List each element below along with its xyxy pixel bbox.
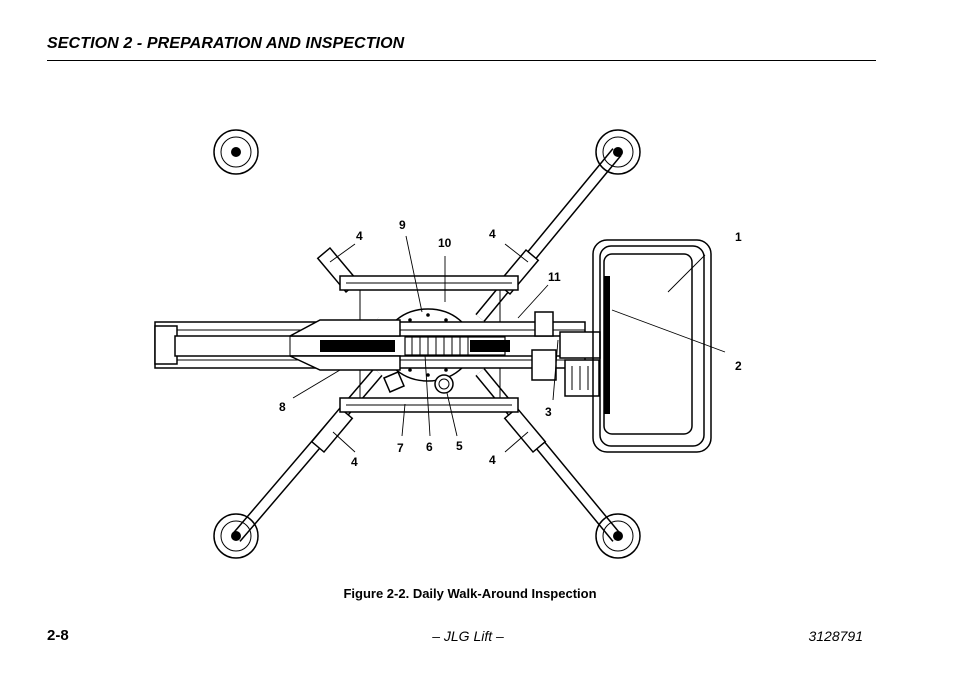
callout-8: 8 <box>279 400 286 414</box>
callout-4-top-right: 4 <box>489 227 496 241</box>
callout-5: 5 <box>456 439 463 453</box>
chassis-frame <box>339 275 519 413</box>
header-divider <box>47 60 876 61</box>
figure-caption: Figure 2-2. Daily Walk-Around Inspection <box>343 586 597 601</box>
callout-6: 6 <box>426 440 433 454</box>
callout-4-bottom-right: 4 <box>489 453 496 467</box>
outrigger-top-right <box>475 148 622 322</box>
section-header: SECTION 2 - PREPARATION AND INSPECTION <box>47 35 405 52</box>
callout-11: 11 <box>548 270 561 284</box>
callout-1: 1 <box>735 230 742 244</box>
footer-title: – JLG Lift – <box>432 628 504 644</box>
footpad-top-right <box>595 129 641 175</box>
callout-3: 3 <box>545 405 552 419</box>
callout-9: 9 <box>399 218 406 232</box>
footpad-top-left <box>213 129 259 175</box>
footpad-bottom-right <box>595 513 641 559</box>
outrigger-bottom-right <box>475 368 622 542</box>
callout-2: 2 <box>735 359 742 373</box>
boom-assembly <box>154 311 601 397</box>
callout-7: 7 <box>397 441 404 455</box>
callout-10: 10 <box>438 236 452 250</box>
leader-lines <box>292 235 726 453</box>
footpad-bottom-left <box>213 513 259 559</box>
callout-4-bottom-left: 4 <box>351 455 358 469</box>
platform <box>592 239 712 453</box>
page-number: 2-8 <box>47 627 69 644</box>
ground-controls <box>383 371 454 394</box>
document-number: 3128791 <box>808 628 863 644</box>
callout-4-top-left: 4 <box>356 229 363 243</box>
